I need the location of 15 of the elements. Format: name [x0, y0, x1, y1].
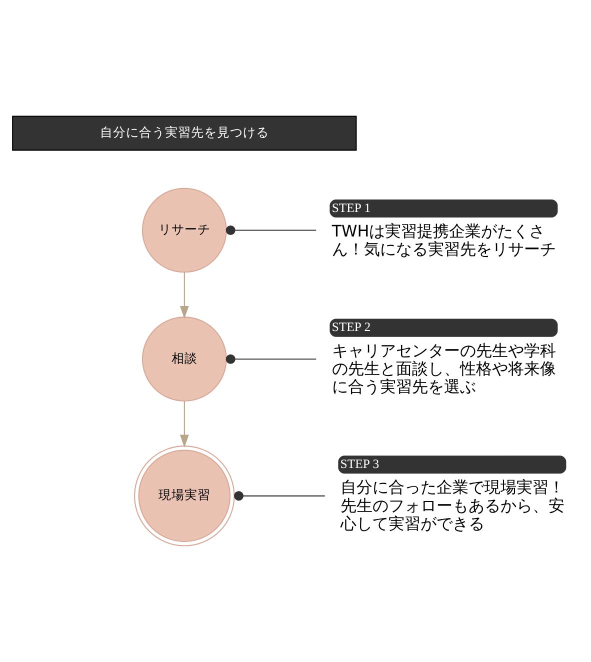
node-box: STEP 2: [330, 318, 558, 337]
node-box: STEP 1: [330, 200, 558, 218]
node-label: キャリアセンターの先生や学科の先生と面談し、性格や将来像に合う実習先を選ぶ: [332, 340, 556, 396]
node-circle: リサーチ: [142, 188, 227, 273]
node-box: STEP 3: [338, 456, 566, 474]
connector: [226, 225, 316, 236]
node-label: 自分に合った企業で現場実習！先生のフォローもあるから、安心して実習ができる: [340, 478, 564, 533]
node-label: TWHは実習提携企業がたくさん！気になる実習先をリサーチ: [332, 222, 556, 259]
connector: [226, 354, 316, 364]
connector: [234, 491, 325, 501]
arrow: [180, 401, 189, 448]
node-box: 自分に合う実習先を見つける: [12, 116, 357, 151]
arrow: [180, 272, 189, 319]
node-circle: 現場実習: [134, 446, 235, 546]
node-circle: 相談: [142, 316, 227, 402]
